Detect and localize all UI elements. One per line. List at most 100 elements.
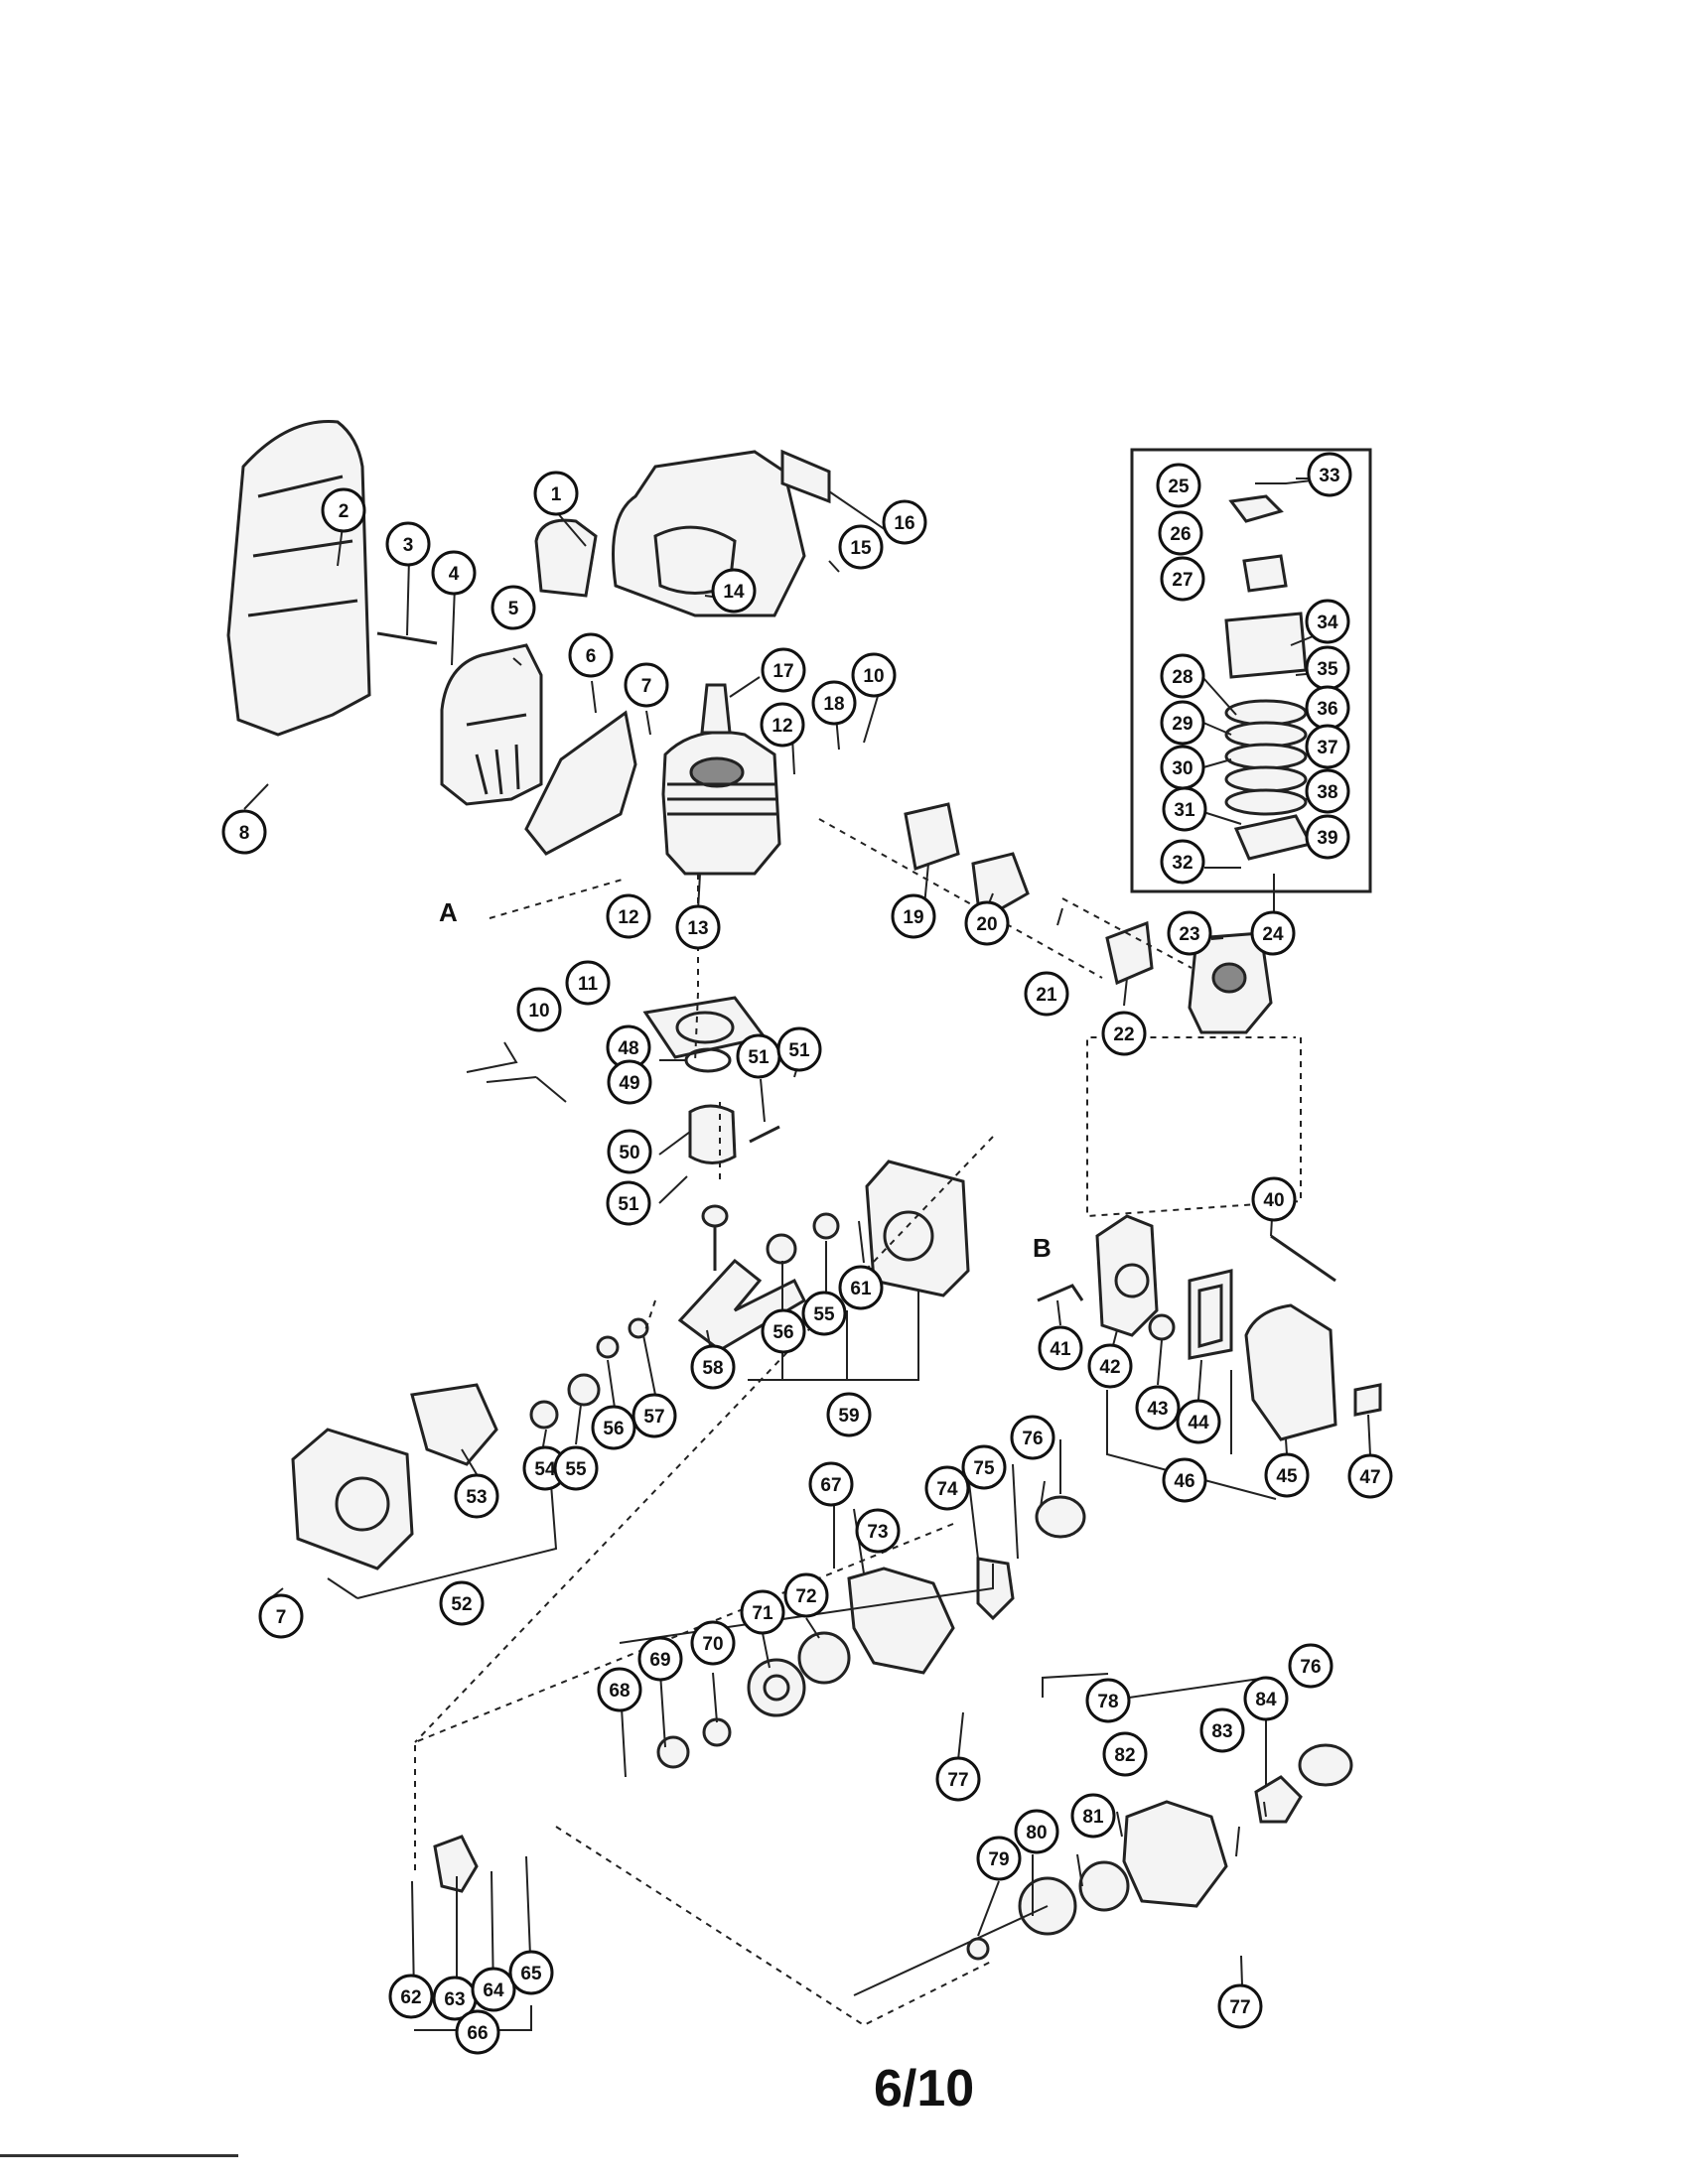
- part-callout-51[interactable]: 51: [606, 1180, 651, 1226]
- part-callout-69[interactable]: 69: [637, 1636, 683, 1682]
- part-callout-38[interactable]: 38: [1305, 768, 1350, 814]
- part-callout-70[interactable]: 70: [690, 1620, 736, 1666]
- part-callout-76[interactable]: 76: [1288, 1643, 1333, 1689]
- part-callout-49[interactable]: 49: [607, 1059, 652, 1105]
- part-callout-24[interactable]: 24: [1250, 910, 1296, 956]
- part-callout-35[interactable]: 35: [1305, 645, 1350, 691]
- part-callout-10[interactable]: 10: [516, 987, 562, 1032]
- part-callout-17[interactable]: 17: [761, 647, 806, 693]
- part-callout-31[interactable]: 31: [1162, 786, 1207, 832]
- callout-number: 23: [1179, 924, 1199, 945]
- part-callout-13[interactable]: 13: [675, 904, 721, 950]
- part-callout-54[interactable]: 54: [522, 1445, 568, 1491]
- part-callout-77[interactable]: 77: [935, 1756, 981, 1802]
- part-callout-50[interactable]: 50: [607, 1129, 652, 1174]
- part-callout-6[interactable]: 6: [568, 632, 614, 678]
- part-callout-67[interactable]: 67: [808, 1461, 854, 1507]
- part-callout-82[interactable]: 82: [1102, 1731, 1148, 1777]
- part-callout-56[interactable]: 56: [591, 1405, 636, 1450]
- part-callout-77[interactable]: 77: [1217, 1983, 1263, 2029]
- part-callout-25[interactable]: 25: [1156, 463, 1201, 508]
- part-callout-18[interactable]: 18: [811, 680, 857, 726]
- part-callout-29[interactable]: 29: [1160, 700, 1205, 746]
- part-callout-41[interactable]: 41: [1038, 1325, 1083, 1371]
- part-callout-51[interactable]: 51: [736, 1033, 781, 1079]
- callout-number: 45: [1276, 1466, 1298, 1487]
- part-callout-57[interactable]: 57: [632, 1393, 677, 1438]
- part-callout-5[interactable]: 5: [491, 585, 536, 630]
- part-callout-10[interactable]: 10: [851, 652, 897, 698]
- part-callout-23[interactable]: 23: [1167, 910, 1212, 956]
- callout-circle: [760, 702, 805, 748]
- part-callout-16[interactable]: 16: [882, 499, 927, 545]
- part-callout-71[interactable]: 71: [740, 1589, 785, 1635]
- part-callout-34[interactable]: 34: [1305, 599, 1350, 644]
- part-callout-39[interactable]: 39: [1305, 814, 1350, 860]
- part-callout-42[interactable]: 42: [1087, 1343, 1133, 1389]
- part-callout-43[interactable]: 43: [1135, 1385, 1181, 1431]
- part-callout-32[interactable]: 32: [1160, 839, 1205, 885]
- part-callout-33[interactable]: 33: [1307, 452, 1352, 497]
- part-callout-74[interactable]: 74: [924, 1465, 970, 1511]
- part-callout-30[interactable]: 30: [1160, 745, 1205, 790]
- part-callout-27[interactable]: 27: [1160, 556, 1205, 602]
- part-callout-20[interactable]: 20: [964, 900, 1010, 946]
- part-callout-12[interactable]: 12: [606, 893, 651, 939]
- part-callout-58[interactable]: 58: [690, 1344, 736, 1390]
- part-callout-22[interactable]: 22: [1101, 1011, 1147, 1056]
- part-callout-36[interactable]: 36: [1305, 685, 1350, 731]
- part-callout-76[interactable]: 76: [1010, 1415, 1055, 1460]
- part-callout-46[interactable]: 46: [1162, 1457, 1207, 1503]
- part-callout-8[interactable]: 8: [221, 809, 267, 855]
- part-callout-79[interactable]: 79: [976, 1836, 1022, 1881]
- part-callout-12[interactable]: 12: [760, 702, 805, 748]
- part-callout-72[interactable]: 72: [783, 1572, 829, 1618]
- part-callout-28[interactable]: 28: [1160, 653, 1205, 699]
- part-callout-65[interactable]: 65: [508, 1950, 554, 1995]
- part-callout-63[interactable]: 63: [432, 1976, 478, 2021]
- part-callout-45[interactable]: 45: [1264, 1452, 1310, 1498]
- part-callout-37[interactable]: 37: [1305, 724, 1350, 769]
- part-callout-53[interactable]: 53: [454, 1473, 499, 1519]
- part-callout-40[interactable]: 40: [1251, 1176, 1297, 1222]
- part-callout-7[interactable]: 7: [258, 1593, 304, 1639]
- part-callout-7[interactable]: 7: [624, 662, 669, 708]
- part-callout-52[interactable]: 52: [439, 1580, 485, 1626]
- part-callout-83[interactable]: 83: [1199, 1707, 1245, 1753]
- part-callout-68[interactable]: 68: [597, 1667, 642, 1712]
- part-callout-3[interactable]: 3: [385, 521, 431, 567]
- part-callout-75[interactable]: 75: [961, 1444, 1007, 1490]
- part-callout-55[interactable]: 55: [801, 1291, 847, 1336]
- part-callout-73[interactable]: 73: [855, 1508, 901, 1554]
- part-callout-48[interactable]: 48: [606, 1024, 651, 1070]
- part-callout-11[interactable]: 11: [565, 960, 611, 1006]
- part-callout-44[interactable]: 44: [1176, 1399, 1221, 1444]
- part-callout-61[interactable]: 61: [838, 1265, 884, 1310]
- part-callout-15[interactable]: 15: [838, 524, 884, 570]
- part-callout-51[interactable]: 51: [776, 1026, 822, 1072]
- part-callout-47[interactable]: 47: [1347, 1453, 1393, 1499]
- part-callout-2[interactable]: 2: [321, 487, 366, 533]
- part-callout-26[interactable]: 26: [1158, 510, 1203, 556]
- part-callout-19[interactable]: 19: [891, 893, 936, 939]
- part-callout-84[interactable]: 84: [1243, 1676, 1289, 1721]
- part-callout-14[interactable]: 14: [711, 568, 757, 614]
- leader-lines: [243, 478, 1371, 2031]
- part-callout-1[interactable]: 1: [533, 471, 579, 516]
- part-callout-81[interactable]: 81: [1070, 1793, 1116, 1839]
- part-callout-4[interactable]: 4: [431, 550, 477, 596]
- callout-circle: [1217, 1983, 1263, 2029]
- part-callout-62[interactable]: 62: [388, 1974, 434, 2019]
- callout-number: 62: [400, 1987, 421, 2008]
- part-callout-59[interactable]: 59: [826, 1392, 872, 1437]
- callout-circle: [811, 680, 857, 726]
- part-callout-78[interactable]: 78: [1085, 1678, 1131, 1723]
- callout-number: 77: [1229, 1997, 1250, 2018]
- part-callout-21[interactable]: 21: [1024, 971, 1069, 1017]
- part-callout-56[interactable]: 56: [761, 1308, 806, 1354]
- part-callout-80[interactable]: 80: [1014, 1809, 1059, 1854]
- part-callout-64[interactable]: 64: [471, 1967, 516, 2012]
- part-callout-55[interactable]: 55: [553, 1445, 599, 1491]
- callout-number: 22: [1113, 1024, 1134, 1045]
- part-callout-66[interactable]: 66: [455, 2009, 500, 2055]
